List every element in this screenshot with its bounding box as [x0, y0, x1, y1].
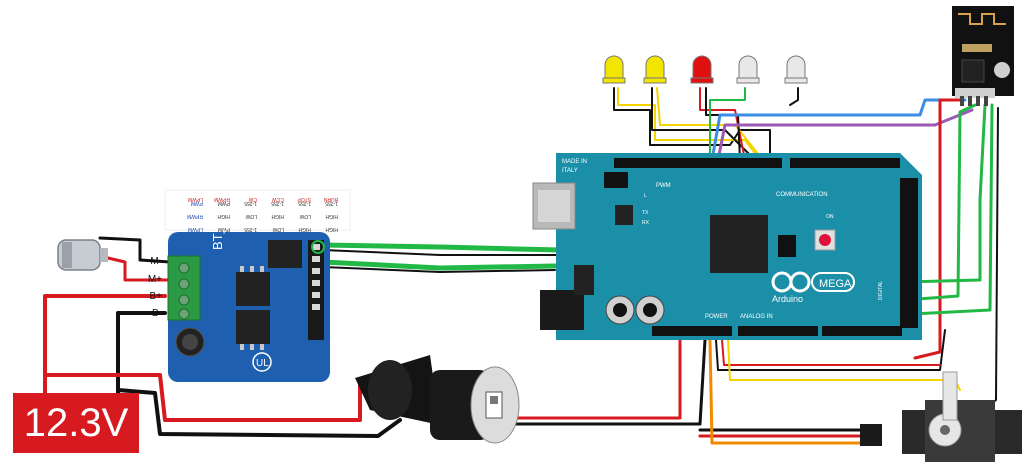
- terminal-label-m-plus: M+: [148, 274, 162, 285]
- wire-led2-y: [656, 87, 764, 161]
- table-cell: 1-255: [325, 200, 338, 206]
- board-pwm-label: PWM: [656, 183, 671, 189]
- table-cell: 1-255: [244, 200, 257, 206]
- board-rx-label: RX: [642, 220, 650, 226]
- nrf-radio-module: [952, 6, 1014, 106]
- wire-ctrl-black-2: [322, 266, 556, 273]
- wire-nrf-purple: [716, 108, 974, 162]
- board-tx-label: TX: [642, 210, 649, 216]
- table-cell: LOW: [299, 213, 311, 219]
- table-cell: 1-255: [271, 200, 284, 206]
- led-red-3: [690, 55, 714, 84]
- supply-voltage-badge: 12.3V: [13, 393, 139, 453]
- table-header: BURN: [323, 196, 338, 202]
- wire-motor-red: [106, 256, 172, 282]
- wire-servo-red: [503, 338, 682, 420]
- wire-nrf-blue: [710, 98, 967, 162]
- table-header: CCW: [272, 196, 284, 202]
- wire-usb-black: [116, 388, 402, 438]
- table-header: RPWM: [214, 196, 230, 202]
- wire-ctrl-green-1: [320, 242, 563, 253]
- wire-led5: [789, 87, 799, 106]
- table-cell: HIGH: [298, 226, 311, 232]
- table-header: CW: [248, 196, 257, 202]
- table-cell: PWM: [191, 200, 203, 206]
- board-country: ITALY: [562, 168, 578, 174]
- wire-led3: [699, 87, 746, 161]
- terminal-label-b-plus: B+: [149, 291, 162, 302]
- board-l-label: L: [644, 193, 647, 199]
- table-cell: PWM: [218, 200, 230, 206]
- driver-board-name: BT_2: [210, 219, 225, 250]
- usb-car-adapter: [355, 355, 520, 444]
- board-power-label: POWER: [705, 314, 728, 320]
- dc-motor: [57, 239, 108, 271]
- table-cell: 1-255: [298, 200, 311, 206]
- wire-nrf-black: [969, 107, 999, 421]
- servo-motor: [860, 371, 1022, 462]
- table-header: STOP: [297, 196, 311, 202]
- wire-servo-4: [715, 329, 946, 371]
- wire-led4: [709, 87, 746, 161]
- board-made-in: MADE IN: [562, 159, 587, 165]
- board-digital-label: DIGITAL: [878, 281, 884, 300]
- wire-ctrl-black-1: [322, 249, 559, 256]
- led-yellow-1: [602, 55, 626, 84]
- wire-nrf-green-3: [910, 103, 994, 316]
- board-analog-label: ANALOG IN: [740, 314, 773, 320]
- wire-usb-red: [43, 373, 362, 422]
- wire-nrf-red: [913, 98, 962, 360]
- terminal-label-m-minus: M-: [150, 256, 162, 267]
- wire-motor-black: [98, 236, 172, 264]
- terminal-label-b-minus: B-: [152, 308, 162, 319]
- table-cell: HIGH: [271, 213, 284, 219]
- wire-servo-black: [503, 338, 707, 426]
- wire-supply-negative: [116, 311, 167, 395]
- arduino-mega-board: MADE IN ITALY PWM COMMUNICATION TX RX L …: [532, 153, 922, 340]
- wire-nrf-green-1: [903, 103, 977, 302]
- table-cell: HIGH: [217, 213, 230, 219]
- board-communication-label: COMMUNICATION: [776, 192, 828, 198]
- table-cell: RPWM: [187, 213, 203, 219]
- led-row: [602, 55, 808, 84]
- table-header: LPWM: [188, 196, 203, 202]
- wires: [43, 87, 999, 445]
- board-brand: Arduino: [772, 294, 803, 304]
- wire-servo-3: [708, 338, 862, 445]
- table-cell: LOW: [272, 226, 284, 232]
- wire-led1-y: [617, 87, 761, 161]
- wire-ctrl-green-2: [320, 259, 558, 271]
- svg-text:UL: UL: [256, 358, 269, 369]
- table-cell: LPWM: [188, 226, 203, 232]
- wire-servo-5: [721, 339, 941, 366]
- table-cell: HIGH: [325, 226, 338, 232]
- led-white-4: [736, 55, 760, 84]
- table-cell: LOW: [245, 213, 257, 219]
- wire-nrf-green-2: [903, 103, 987, 284]
- table-cell: PWM: [218, 226, 230, 232]
- table-cell: HIGH: [325, 213, 338, 219]
- board-model: MEGA: [819, 278, 852, 290]
- arduino-logo: MEGA Arduino: [771, 271, 855, 304]
- led-white-5: [784, 55, 808, 84]
- wire-supply-positive: [43, 294, 167, 395]
- led-yellow-2: [643, 55, 667, 84]
- table-cell: 1-255: [244, 226, 257, 232]
- motor-driver-board: M- M+ B+ B- BT_2 UL: [148, 219, 330, 382]
- wire-led1: [613, 87, 771, 161]
- board-on-label: ON: [826, 214, 834, 220]
